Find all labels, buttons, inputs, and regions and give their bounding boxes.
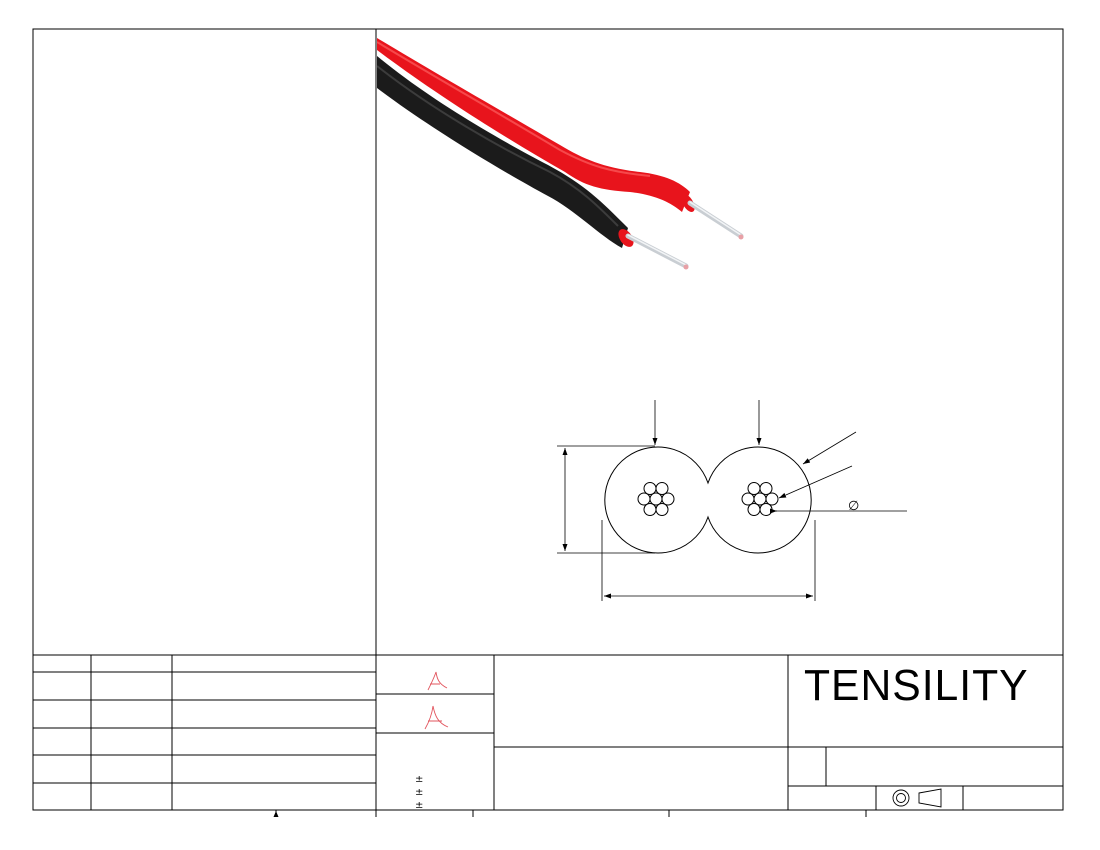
approval-signature-1 — [427, 671, 448, 691]
leader-jacket — [802, 431, 857, 465]
cable-photo — [377, 38, 744, 270]
black-wire-conductor — [625, 233, 689, 269]
tolerance-symbol-1: ± — [415, 774, 423, 785]
revision-table — [33, 655, 376, 810]
approval-signature-2 — [424, 705, 449, 730]
black-wire-jacket — [377, 56, 628, 248]
left-conductor-strands — [637, 482, 675, 516]
red-wire-conductor — [687, 200, 744, 239]
tolerance-symbols: ± ± ± — [415, 774, 423, 811]
black-wire-core-end — [618, 229, 634, 247]
projection-symbol — [892, 788, 942, 808]
diameter-symbol: ∅ — [848, 499, 859, 514]
dimension-lines — [557, 400, 907, 601]
brand-logo: TENSILITY — [804, 661, 1029, 710]
right-conductor-strands — [741, 482, 779, 516]
red-wire-jacket — [377, 38, 690, 212]
tolerance-symbol-2: ± — [415, 787, 423, 798]
zone-arrow — [273, 811, 279, 817]
sheet-border — [32, 28, 1064, 811]
leader-strand — [778, 465, 853, 499]
tolerance-symbol-3: ± — [415, 800, 423, 811]
zone-ticks — [275, 810, 867, 817]
approval-block — [376, 655, 495, 810]
cross-section-outline — [604, 446, 812, 554]
title-area — [494, 655, 1063, 810]
cross-section-drawing — [604, 446, 812, 554]
